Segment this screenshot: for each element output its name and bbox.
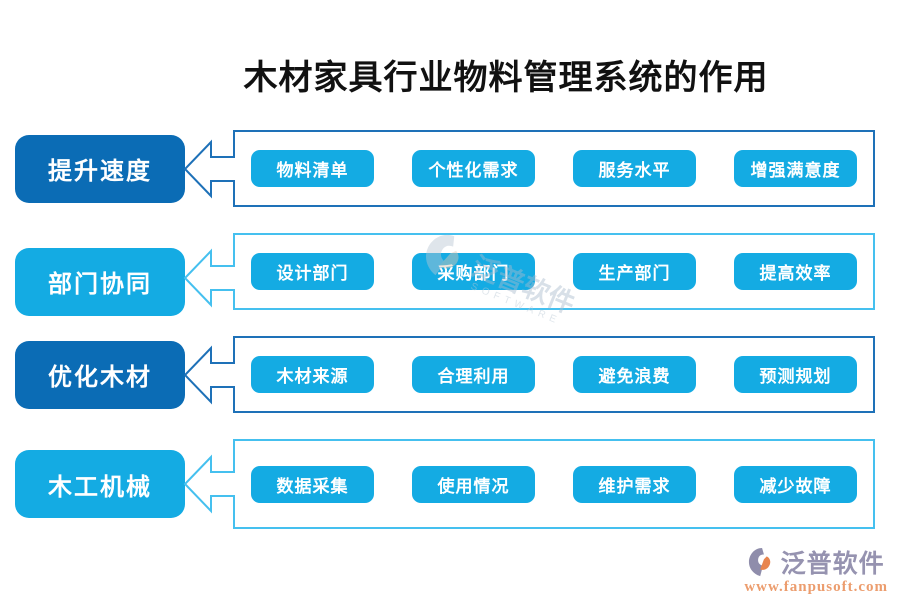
item-pill: 服务水平 <box>573 150 696 187</box>
page-title: 木材家具行业物料管理系统的作用 <box>243 60 769 97</box>
diagram-row: 优化木材 木材来源 合理利用 避免浪费 预测规划 <box>0 336 900 413</box>
category-box: 优化木材 <box>15 340 185 409</box>
item-pill: 设计部门 <box>251 253 374 290</box>
left-arrow-icon <box>183 345 235 404</box>
item-pill: 避免浪费 <box>573 356 696 393</box>
item-pill: 预测规划 <box>734 356 857 393</box>
category-box: 部门协同 <box>15 247 185 316</box>
item-pill: 木材来源 <box>251 356 374 393</box>
category-label: 提升速度 <box>48 158 152 185</box>
item-pill: 物料清单 <box>251 150 374 187</box>
diagram-row: 木工机械 数据采集 使用情况 维护需求 减少故障 <box>0 439 900 529</box>
items-panel: 设计部门 采购部门 生产部门 提高效率 <box>233 233 875 310</box>
category-box: 木工机械 <box>15 450 185 518</box>
brand-footer: 泛普软件 www.fanpusoft.com <box>744 544 888 596</box>
item-pill: 使用情况 <box>412 465 535 503</box>
diagram-row: 部门协同 设计部门 采购部门 生产部门 提高效率 <box>0 233 900 316</box>
items-panel: 物料清单 个性化需求 服务水平 增强满意度 <box>233 130 875 207</box>
left-arrow-icon <box>183 139 235 198</box>
item-pill: 维护需求 <box>573 465 696 503</box>
item-pill: 增强满意度 <box>734 150 857 187</box>
brand-name: 泛普软件 <box>780 551 885 578</box>
brand-url: www.fanpusoft.com <box>744 579 888 595</box>
item-pill: 合理利用 <box>412 356 535 393</box>
category-label: 木工机械 <box>48 473 152 501</box>
diagram-rows: 提升速度 物料清单 个性化需求 服务水平 增强满意度 部门协同 设计部门 采购部… <box>0 130 900 555</box>
left-arrow-icon <box>183 454 235 514</box>
left-arrow-icon <box>183 248 235 307</box>
category-label: 部门协同 <box>48 271 152 298</box>
items-panel: 木材来源 合理利用 避免浪费 预测规划 <box>233 336 875 413</box>
item-pill: 提高效率 <box>734 253 857 290</box>
item-pill: 生产部门 <box>573 253 696 290</box>
fanpu-logo-icon <box>748 547 770 577</box>
item-pill: 个性化需求 <box>412 150 535 187</box>
category-label: 优化木材 <box>48 364 152 391</box>
category-box: 提升速度 <box>15 134 185 203</box>
item-pill: 数据采集 <box>251 465 374 503</box>
items-panel: 数据采集 使用情况 维护需求 减少故障 <box>233 439 875 529</box>
item-pill: 减少故障 <box>734 465 857 503</box>
item-pill: 采购部门 <box>412 253 535 290</box>
diagram-row: 提升速度 物料清单 个性化需求 服务水平 增强满意度 <box>0 130 900 207</box>
